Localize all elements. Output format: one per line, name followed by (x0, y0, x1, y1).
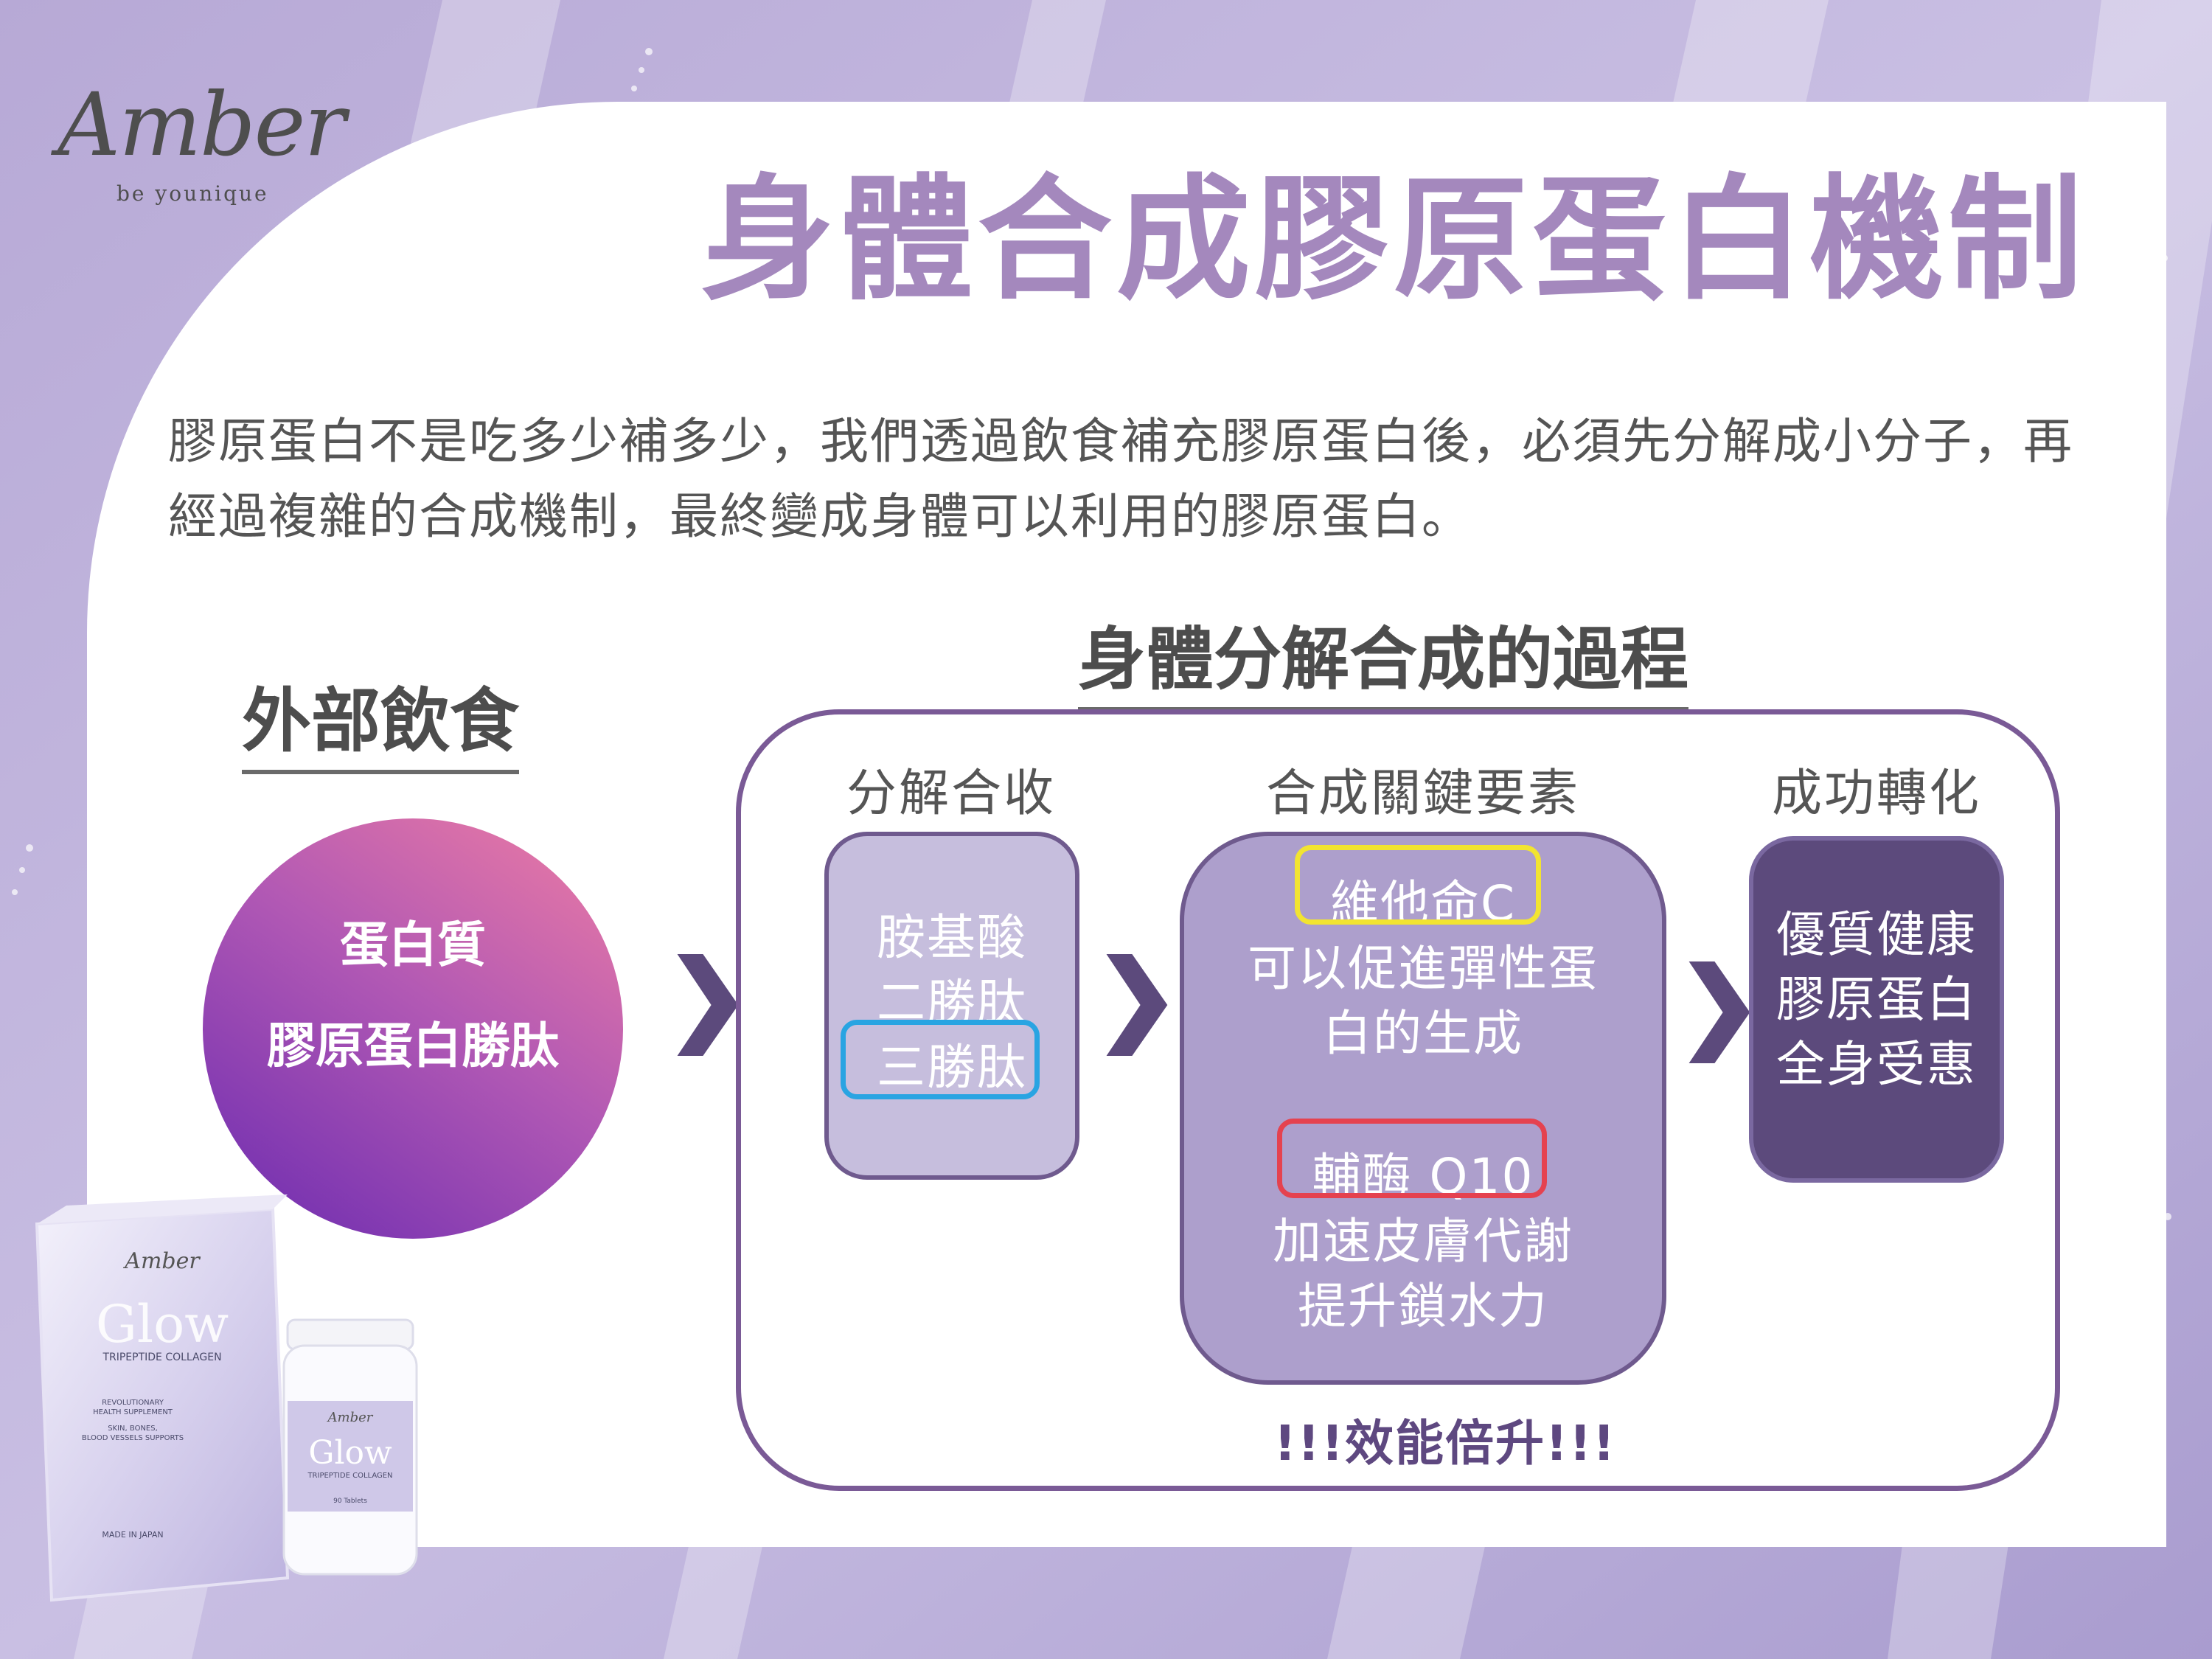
chevron-right-icon (1098, 950, 1173, 1060)
circle-line: 膠原蛋白勝肽 (267, 1018, 559, 1074)
intro-paragraph: 膠原蛋白不是吃多少補多少，我們透過飲食補充膠原蛋白後，必須先分解成小分子，再經過… (168, 413, 2073, 545)
product-box-line: BLOOD VESSELS SUPPORTS (82, 1434, 184, 1442)
product-brand: Amber (327, 1410, 374, 1425)
process-heading: 身體分解合成的過程 (1078, 605, 1689, 712)
product-name: Glow (308, 1434, 392, 1472)
brand-logo: Amber (58, 74, 346, 175)
box-line: 全身受惠 (1776, 1036, 1977, 1093)
product-image: Amber Glow TRIPEPTIDE COLLAGEN REVOLUTIO… (35, 1194, 418, 1602)
box-line: 加速皮膚代謝 (1273, 1213, 1573, 1270)
process-container (736, 709, 2060, 1491)
column-title: 成功轉化 (1771, 765, 1981, 823)
column-title: 合成關鍵要素 (1265, 765, 1580, 823)
column-title: 分解合收 (846, 765, 1056, 823)
box-line: 胺基酸 (877, 909, 1027, 966)
product-box-line: SKIN, BONES, (108, 1425, 158, 1433)
breakdown-box: 胺基酸 二勝肽 三勝肽 (824, 832, 1079, 1180)
diet-circle: 蛋白質 膠原蛋白勝肽 (203, 818, 623, 1239)
boost-caption: !!!效能倍升!!! (1273, 1415, 1617, 1472)
q10-highlight (1277, 1119, 1547, 1198)
chevron-right-icon (669, 950, 744, 1060)
box-line: 優質健康 (1776, 906, 1977, 963)
product-origin: MADE IN JAPAN (102, 1530, 163, 1540)
box-line: 膠原蛋白 (1776, 971, 1977, 1028)
page-title: 身體合成膠原蛋白機制 (700, 161, 2087, 318)
product-box-line: HEALTH SUPPLEMENT (93, 1408, 173, 1416)
result-box: 優質健康 膠原蛋白 全身受惠 (1749, 836, 2004, 1183)
product-count: 90 Tablets (333, 1498, 367, 1505)
circle-line: 蛋白質 (340, 917, 486, 973)
product-brand: Amber (122, 1248, 201, 1274)
box-line: 提升鎖水力 (1298, 1278, 1548, 1335)
product-name: Glow (96, 1294, 229, 1354)
tripeptide-highlight (841, 1020, 1040, 1099)
product-subtitle: TRIPEPTIDE COLLAGEN (102, 1352, 221, 1363)
box-line: 白的生成 (1323, 1005, 1523, 1062)
vitamin-c-highlight (1295, 845, 1541, 925)
box-line: 三勝肽 (877, 1039, 1027, 1096)
product-box-line: REVOLUTIONARY (102, 1399, 164, 1407)
chevron-right-icon (1680, 957, 1756, 1068)
brand-tagline: be younique (116, 181, 269, 206)
box-line: 可以促進彈性蛋 (1248, 940, 1599, 997)
external-diet-heading: 外部飲食 (242, 665, 520, 774)
product-subtitle: TRIPEPTIDE COLLAGEN (307, 1472, 392, 1480)
